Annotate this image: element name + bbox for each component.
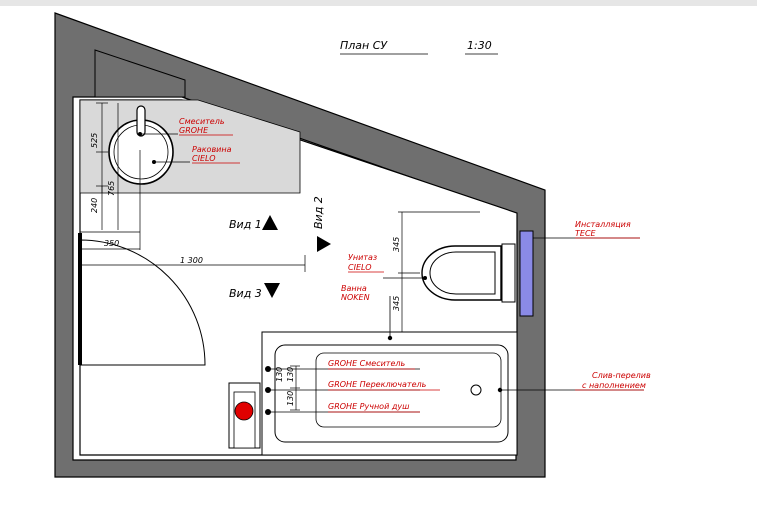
installation-label-1: Инсталляция [575,220,631,229]
dim-525: 525 [90,133,99,148]
wall-notch [94,49,186,98]
bathtub-drain [470,384,482,396]
toilet-bowl [421,245,502,301]
view2-label: Вид 2 [312,196,325,229]
bath-label-1: Ванна [341,284,367,293]
installation-frame [519,230,534,317]
sink-tap [136,105,146,137]
door-swing [79,239,206,366]
bath-mixer-label: GROHE Смеситель [328,359,406,368]
plan-scale: 1:30 [467,39,492,52]
toilet-label-1: Унитаз [348,253,377,262]
dim-130-a: 130 [286,367,295,382]
bath-label-2: NOKEN [341,293,370,302]
toilet-seat [429,251,496,295]
toilet-label-2: CIELO [348,263,372,272]
riser-pipe [234,401,254,421]
overflow-label-1: Слив-перелив [592,371,651,380]
sink-label-2: CIELO [192,154,216,163]
dimension-lines [80,102,480,411]
toilet-tank [501,243,516,303]
dim-765: 765 [107,181,116,196]
installation-label-2: TECE [575,229,597,238]
view3-label: Вид 3 [229,287,262,300]
dim-130-b: 130 [275,367,284,382]
overflow-label-2: с наполнением [582,381,646,390]
dim-345-a: 345 [392,237,401,252]
sink-label-1: Раковина [192,145,232,154]
mixer-label-2: GROHE [179,126,209,135]
view3-arrow-icon [264,283,280,298]
bath-shower-label: GROHE Ручной душ [328,402,410,411]
dim-130-c: 130 [286,391,295,406]
view1-arrow-icon [262,215,278,230]
dim-345-b: 345 [392,296,401,311]
plan-title: План СУ [340,39,388,52]
leader-dots [138,132,503,415]
view2-arrow-icon [317,236,331,252]
view1-label: Вид 1 [229,218,262,231]
dim-1300: 1 300 [180,256,203,265]
dim-350: 350 [104,239,119,248]
door-leaf [78,233,82,365]
bath-switch-label: GROHE Переключатель [328,380,427,389]
mixer-label-1: Смеситель [179,117,225,126]
dim-240: 240 [90,198,99,213]
top-bar [0,0,757,6]
